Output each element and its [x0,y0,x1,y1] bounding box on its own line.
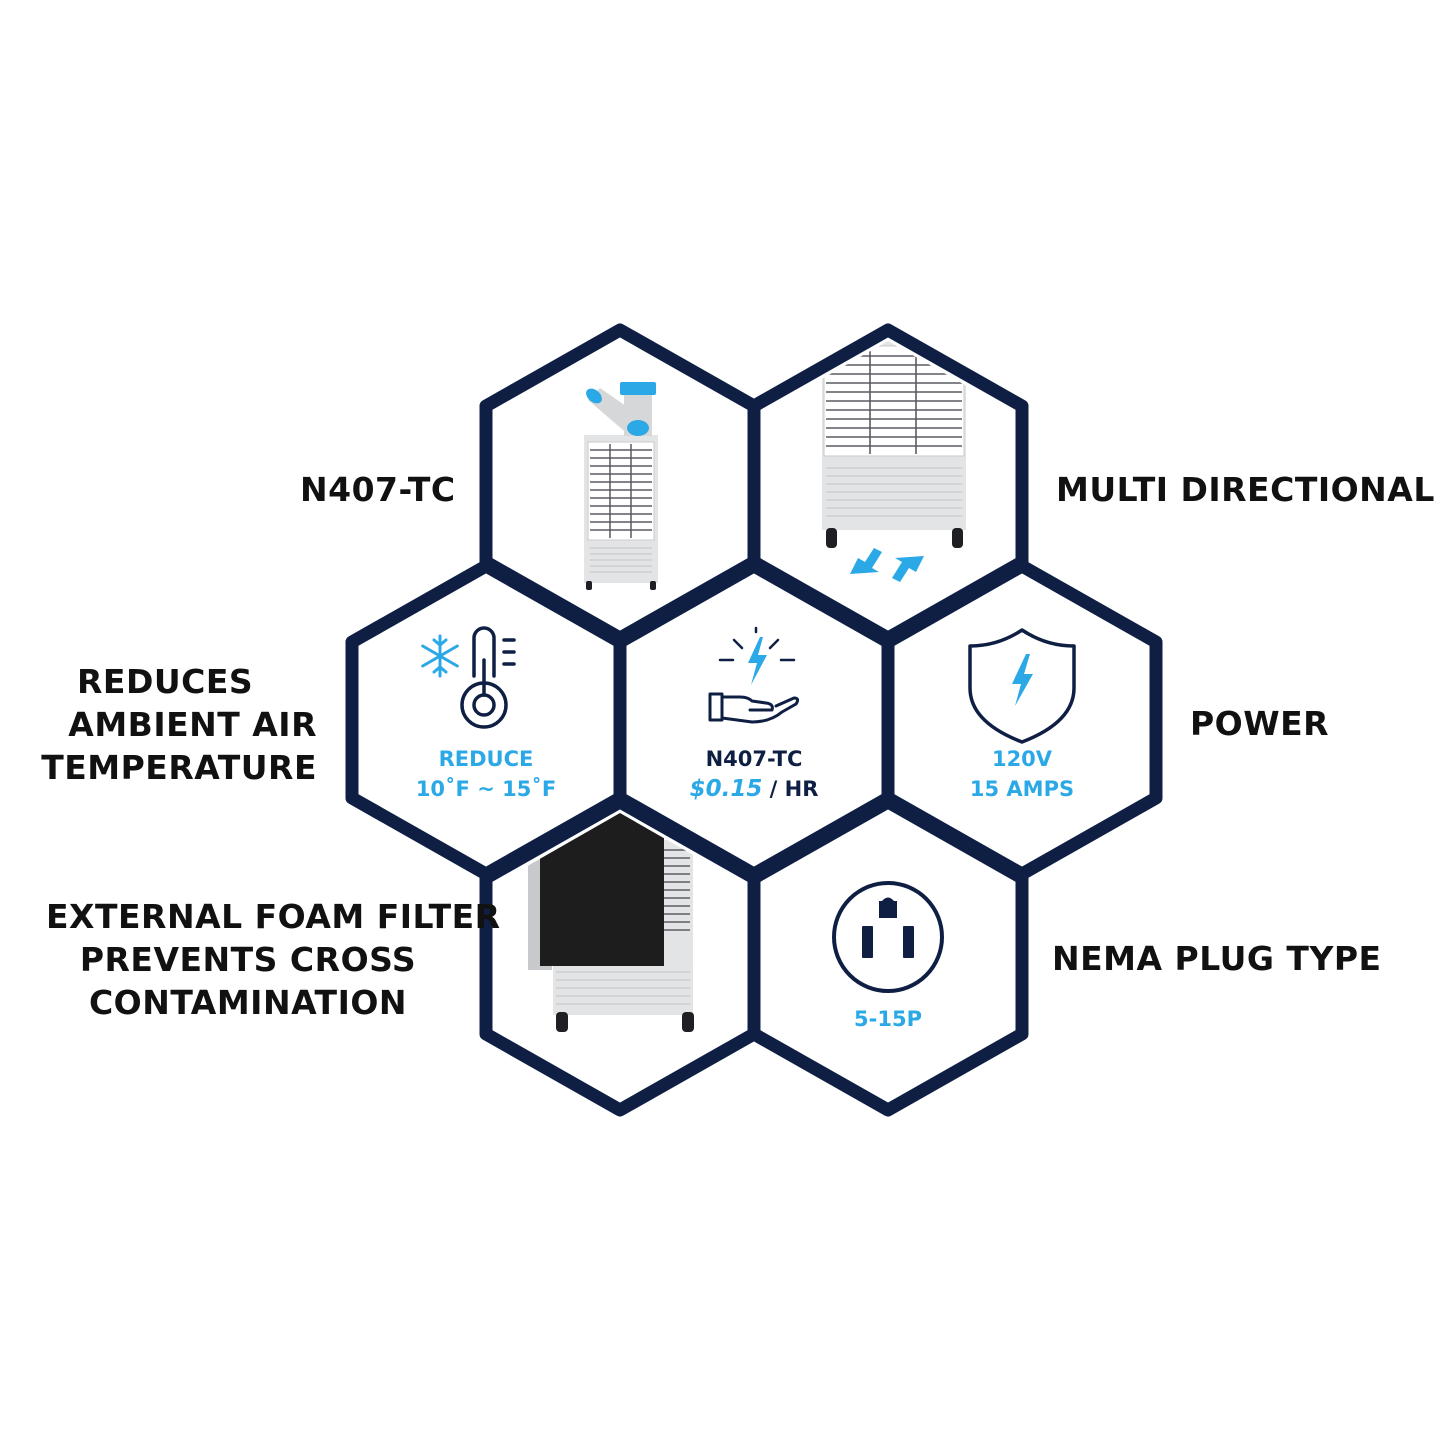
snowflake-icon [421,634,459,678]
hand-lightning-icon [708,626,800,724]
cost-model: N407-TC [705,747,803,771]
hexagon-grid [345,323,1163,1117]
label-mid-right: POWER [1190,704,1330,743]
plug-type: 5-15P [854,1007,922,1031]
cost-price: $0.15 [689,776,763,802]
power-text: 120V 15 AMPS [922,744,1122,804]
portable-cooler-icon [584,382,658,590]
hex-plug [747,795,1029,1117]
cost-unit: / HR [762,777,819,801]
multi-direction-unit-illustration [822,341,966,548]
label-top-right: MULTI DIRECTIONAL [1056,470,1435,509]
label-top-left: N407-TC [300,470,456,509]
temperature-reduce-label: REDUCE [438,747,534,771]
plug-text: 5-15P [788,1004,988,1034]
temperature-text: REDUCE 10˚F ~ 15˚F [386,744,586,804]
power-voltage: 120V [991,747,1053,771]
shield-lightning-icon [968,628,1076,744]
thermometer-snowflake-icon [421,626,516,729]
label-mid-left: REDUCES AMBIENT AIR TEMPERATURE [41,662,317,787]
label-bottom-left: EXTERNAL FOAM FILTER PREVENTS CROSS CONT… [46,897,501,1022]
foam-filter-icon [528,813,694,1032]
cost-rate: $0.15 / HR [654,774,854,804]
multi-direction-arrows-icon [850,548,924,582]
nema-outlet-icon [832,881,944,993]
cost-text: N407-TC $0.15 / HR [654,744,854,804]
temperature-range: 10˚F ~ 15˚F [415,777,557,801]
label-bottom-right: NEMA PLUG TYPE [1052,939,1382,978]
power-amps: 15 AMPS [969,777,1075,801]
